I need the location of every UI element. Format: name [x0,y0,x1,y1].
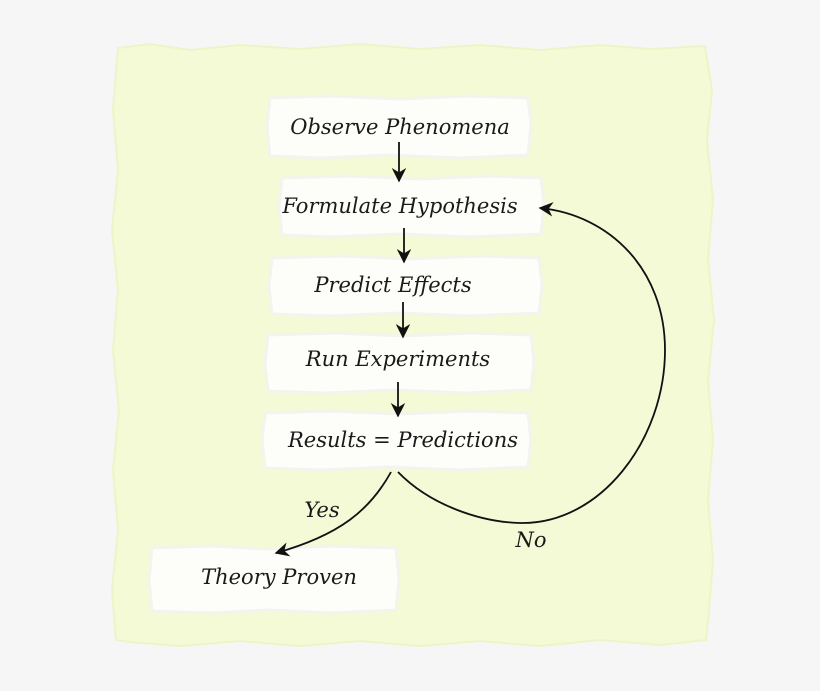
edge-no-label: No [514,528,546,552]
node-proven-label: Theory Proven [201,565,357,589]
proven-box [147,544,401,615]
arrow-no-to-hypothesis [397,202,666,524]
observe-box [265,94,533,160]
node-decision-label: Results = Predictions [287,428,518,452]
edge-yes-label: Yes [304,498,339,522]
arrow-yes-to-proven [274,471,392,557]
node-experiments-label: Run Experiments [305,347,491,371]
node-observe-label: Observe Phenomena [290,115,510,139]
hypothesis-box [277,174,546,239]
node-hypothesis-label: Formulate Hypothesis [281,194,517,218]
node-predict-label: Predict Effects [313,273,471,297]
